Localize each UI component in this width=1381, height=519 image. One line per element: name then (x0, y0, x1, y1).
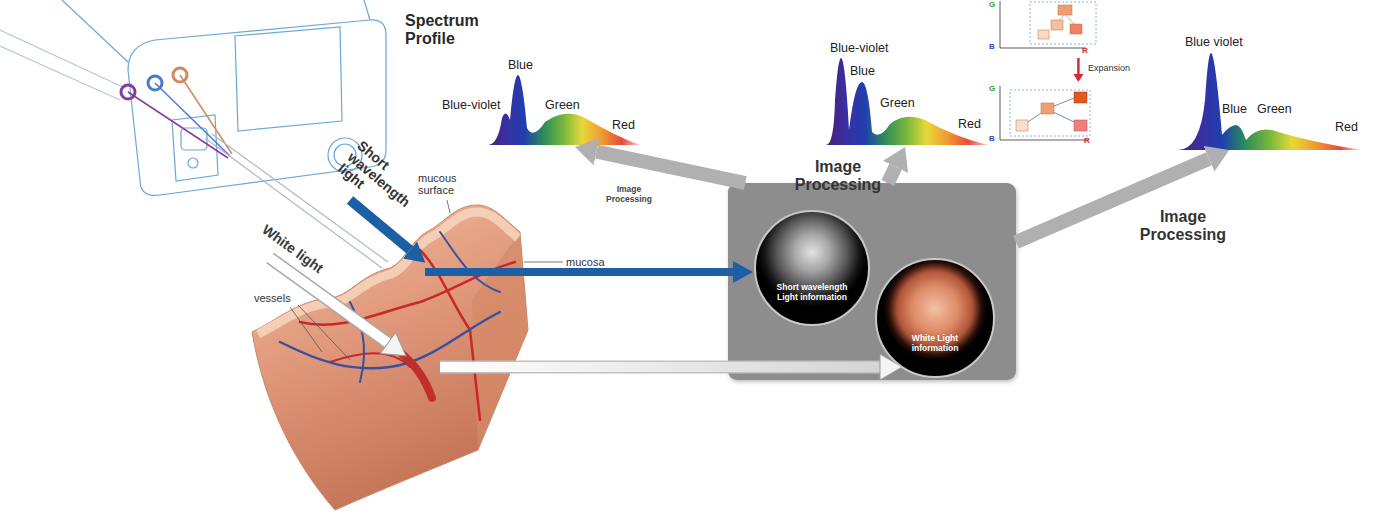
device-screen (235, 27, 342, 131)
spectrum-curve (826, 58, 988, 145)
edge-label: Image Processing (1136, 208, 1230, 244)
vessel (440, 232, 500, 292)
spectrum-label: Blue (850, 64, 875, 78)
device-edge (364, 0, 370, 20)
spectrum-label: Green (545, 98, 580, 112)
connector-arrow (597, 152, 746, 183)
axis-line (1000, 86, 1088, 140)
spectrum-label: Blue (508, 58, 533, 72)
light-ray (0, 46, 120, 100)
spectrum-label: Blue violet (1185, 35, 1243, 49)
image-caption: Short wavelength Light information (767, 282, 857, 302)
axis-label: B (989, 42, 995, 51)
spectrum-label: Blue-violet (830, 41, 888, 55)
dashed-frame (1030, 2, 1096, 44)
color-sample (1016, 120, 1028, 131)
white-signal-arrow (440, 362, 880, 372)
axis-label: G (989, 0, 995, 9)
spectrum-label: Red (958, 117, 981, 131)
edge-label: Expansion (1088, 63, 1130, 73)
spectrum-label: Red (1335, 120, 1358, 134)
device-socket (181, 128, 207, 150)
leader-line (524, 262, 563, 263)
spectrum-label: Red (612, 118, 635, 132)
connector-arrow (888, 167, 896, 183)
edge-label: Image Processing (792, 158, 884, 194)
edge-label: Image Processing (598, 184, 660, 204)
light-ray (0, 30, 125, 88)
processing-panel: Short wavelength Light informationWhite … (728, 183, 1016, 380)
vessel (400, 352, 432, 398)
spectrum-label: Blue (1222, 102, 1247, 116)
color-sample (1038, 30, 1049, 39)
color-sample (1074, 120, 1087, 131)
color-sample (1041, 103, 1054, 114)
spectrum-curve (488, 75, 640, 145)
spectrum-curve (1178, 53, 1362, 150)
color-sample (1074, 92, 1087, 103)
axis-line (1000, 1, 1086, 48)
spectrum-profile: Blue-violetBlueGreenRed (825, 40, 990, 147)
axis-label: R (1082, 46, 1088, 55)
color-sample (1051, 20, 1063, 30)
leader-line (447, 200, 450, 213)
part-label: mucosa (566, 256, 605, 268)
image-caption: White Light information (900, 333, 970, 353)
color-sample (1058, 5, 1072, 15)
spectrum-label: Green (1257, 102, 1292, 116)
image-circle: White Light information (875, 258, 995, 378)
light-label: Short wavelength light (335, 138, 427, 225)
link-line (1028, 98, 1074, 122)
white-signal-arrow-outline (440, 361, 880, 374)
dashed-frame (1010, 90, 1090, 136)
image-circle: Short wavelength Light information (754, 210, 870, 326)
spectrum-profile: Blue violetBlue GreenRed (1180, 35, 1362, 150)
color-sample (1070, 24, 1082, 34)
tissue-block (252, 205, 528, 510)
part-label: vessels (254, 292, 291, 304)
connector-arrow (1077, 58, 1080, 74)
device-edge (62, 0, 128, 62)
axis-label: G (989, 84, 995, 93)
spectrum-label: Blue-violet (442, 98, 500, 112)
device-button (188, 158, 198, 168)
spectrum-label: Green (880, 96, 915, 110)
axis-label: B (989, 134, 995, 143)
part-label: mucous surface (418, 172, 478, 196)
spectrum-profile: Blue-violet BlueGreenRed (440, 50, 640, 147)
blue-signal-arrow (425, 268, 733, 276)
axis-label: R (1084, 136, 1090, 145)
color-space-plot: G B R (986, 82, 1096, 148)
color-space-plot: G B R (986, 0, 1096, 58)
section-title: Spectrum Profile (405, 12, 497, 48)
